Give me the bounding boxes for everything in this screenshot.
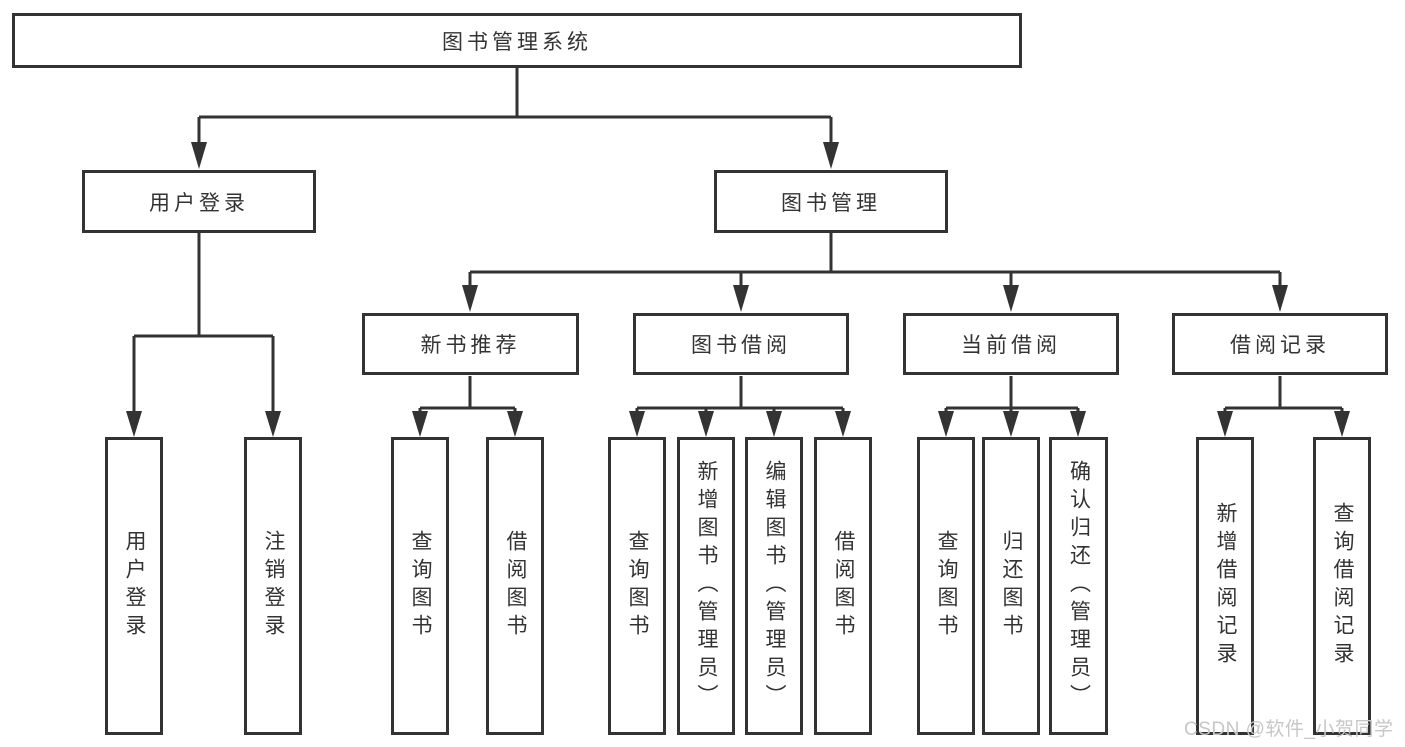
leaf-logout: 注销登录 — [244, 437, 302, 735]
node-current-borrowing: 当前借阅 — [903, 313, 1119, 375]
leaf-borrow-books-recommend: 借阅图书 — [486, 437, 544, 735]
leaf-add-borrow-record: 新增借阅记录 — [1196, 437, 1254, 735]
leaf-query-books-current: 查询图书 — [917, 437, 975, 735]
leaf-query-books-borrowing: 查询图书 — [608, 437, 666, 735]
leaf-query-books-recommend: 查询图书 — [391, 437, 449, 735]
node-root-system: 图书管理系统 — [12, 13, 1022, 68]
node-user-login: 用户登录 — [82, 170, 316, 233]
node-book-borrowing: 图书借阅 — [633, 313, 849, 375]
csdn-watermark: CSDN @软件_小贺同学 — [1184, 719, 1394, 740]
node-new-book-recommendation: 新书推荐 — [362, 313, 579, 375]
leaf-return-books: 归还图书 — [982, 437, 1040, 735]
leaf-add-book-admin: 新增图书（管理员） — [677, 437, 735, 735]
leaf-query-borrow-record: 查询借阅记录 — [1313, 437, 1371, 735]
leaf-user-login: 用户登录 — [105, 437, 163, 735]
leaf-borrow-books-borrowing: 借阅图书 — [814, 437, 872, 735]
node-book-management: 图书管理 — [714, 170, 948, 233]
leaf-confirm-return-admin: 确认归还（管理员） — [1049, 437, 1108, 735]
node-borrowing-records: 借阅记录 — [1172, 313, 1388, 375]
leaf-edit-book-admin: 编辑图书（管理员） — [745, 437, 803, 735]
